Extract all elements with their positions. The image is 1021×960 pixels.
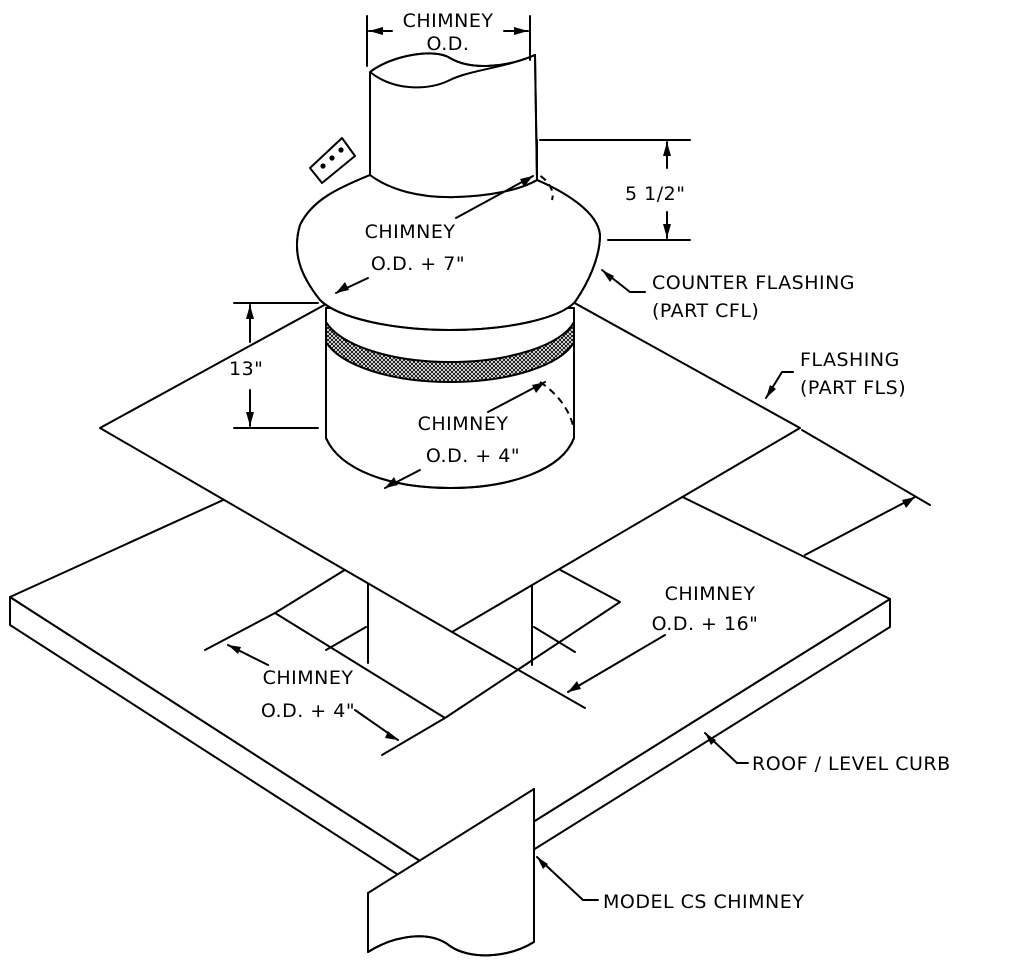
hole-od-label-line1: CHIMNEY	[263, 667, 354, 689]
top-od-label-line2: O.D.	[427, 33, 470, 55]
hole-od-label-line2: O.D. + 4"	[261, 700, 355, 722]
flashing-label-line2: (PART FLS)	[800, 377, 906, 399]
height-13-label: 13"	[229, 358, 263, 380]
counter-flashing-label-line1: COUNTER FLASHING	[652, 272, 855, 294]
height-5-5-label: 5 1/2"	[625, 183, 685, 205]
leader-counter-flashing: COUNTER FLASHING (PART CFL)	[601, 269, 855, 322]
model-chimney-label: MODEL CS CHIMNEY	[603, 891, 804, 913]
pipe-in-hole	[325, 574, 576, 666]
lower-chimney-pipe	[367, 788, 535, 957]
plate-od-label-line2: O.D. + 16"	[652, 613, 759, 635]
dim-5-half-inch: 5 1/2"	[539, 139, 691, 241]
leader-model-chimney: MODEL CS CHIMNEY	[536, 856, 804, 913]
plate-od-label-line1: CHIMNEY	[665, 583, 756, 605]
leader-flashing: FLASHING (PART FLS)	[765, 349, 906, 399]
cf-od-label-line2: O.D. + 7"	[371, 253, 465, 275]
collar-od-label-line1: CHIMNEY	[418, 413, 509, 435]
flashing-collar	[325, 307, 575, 489]
collar-od-label-line2: O.D. + 4"	[426, 445, 520, 467]
mounting-bracket	[309, 137, 356, 184]
roof-curb-label: ROOF / LEVEL CURB	[752, 753, 951, 775]
dim-counter-flashing-od: CHIMNEY O.D. + 7"	[335, 175, 534, 294]
dim-collar-od: CHIMNEY O.D. + 4"	[384, 381, 575, 489]
upper-chimney-pipe	[369, 52, 538, 199]
dim-hole-od: CHIMNEY O.D. + 4"	[204, 612, 446, 756]
dim-top-od: CHIMNEY O.D.	[366, 10, 531, 67]
top-od-label-line1: CHIMNEY	[403, 10, 494, 32]
cf-od-label-line1: CHIMNEY	[365, 221, 456, 243]
flashing-label-line1: FLASHING	[800, 349, 900, 371]
dim-plate-od: CHIMNEY O.D. + 16"	[451, 429, 931, 709]
storm-collar-band	[325, 318, 575, 384]
counter-flashing-label-line2: (PART CFL)	[652, 300, 759, 322]
leader-roof-curb: ROOF / LEVEL CURB	[704, 732, 951, 775]
dim-13-inch: 13"	[229, 302, 319, 429]
